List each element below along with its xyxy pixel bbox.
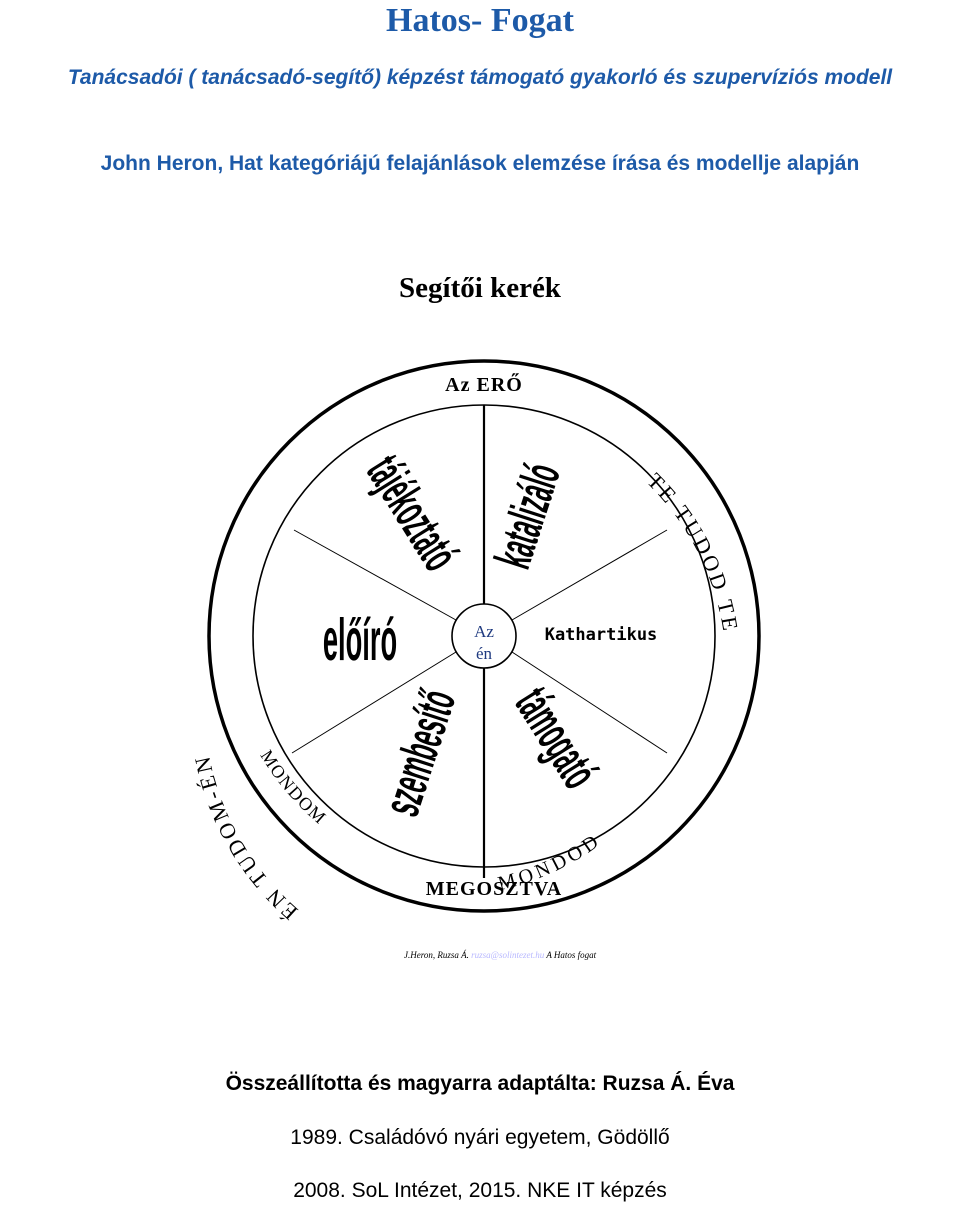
diagram-credit: J.Heron, Ruzsa Á. ruzsa@solintezet.hu A …	[404, 950, 644, 960]
ring-bottom-left-text: MONDOM	[257, 746, 330, 828]
segment-katalizalo: katalizáló	[485, 457, 572, 575]
history-line-2: 2008. SoL Intézet, 2015. NKE IT képzés	[293, 1179, 667, 1202]
center-circle	[451, 603, 517, 669]
segment-szembesito: szembesítő	[373, 683, 466, 822]
compiled-by-text: Összeállította és magyarra adaptálta: Ru…	[225, 1072, 735, 1095]
history-line-1: 1989. Családóvó nyári egyetem, Gödöllő	[290, 1126, 670, 1149]
wheel-title: Segítői kerék	[399, 272, 561, 304]
spoke-lower-right	[511, 651, 668, 754]
page-subtitle: Tanácsadói ( tanácsadó-segítő) képzést t…	[67, 66, 893, 89]
spoke-upper-left	[293, 529, 457, 621]
spoke-lower-left	[291, 651, 457, 754]
ring-bottom-left-label: MONDOM	[257, 746, 331, 828]
outer-circle	[207, 359, 761, 913]
ring-right-label: TE TUDOD TE	[642, 468, 743, 635]
top-ring-label: Az ERŐ	[445, 372, 523, 396]
bottom-ring-label: MEGOSZTVA	[426, 878, 562, 900]
segment-eloiro: előíró	[323, 606, 397, 673]
center-label-line2: én	[476, 644, 493, 663]
segment-tajekoztato: tájékoztató	[356, 446, 469, 580]
credit-email: ruzsa@solintezet.hu	[471, 950, 545, 960]
center-label-line1: Az	[474, 622, 494, 641]
credit-source: A Hatos fogat	[546, 950, 597, 960]
credit-authors: J.Heron, Ruzsa Á.	[404, 950, 469, 960]
segment-tamogato: támogató	[504, 678, 608, 798]
segment-katartikus: Kathartikus	[545, 625, 658, 645]
page-subheading: John Heron, Hat kategóriájú felajánlások…	[100, 152, 860, 175]
page-title: Hatos- Fogat	[386, 2, 574, 39]
ring-right-text: TE TUDOD TE	[642, 468, 740, 635]
spoke-upper-right	[511, 529, 668, 621]
